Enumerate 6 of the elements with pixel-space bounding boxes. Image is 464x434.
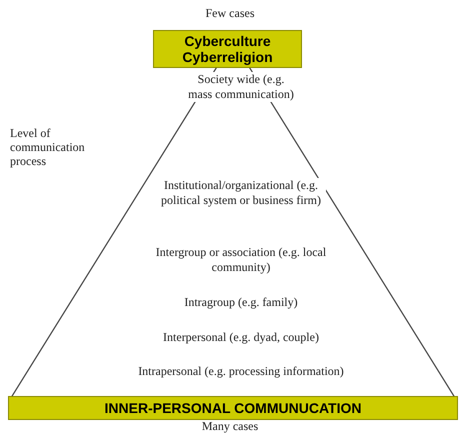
title-box: Cyberculture Cyberreligion bbox=[153, 30, 302, 68]
bottom-note: Many cases bbox=[200, 419, 260, 433]
base-box: INNER-PERSONAL COMMUNUCATION bbox=[8, 396, 458, 420]
top-note: Few cases bbox=[204, 6, 256, 20]
level-text: Society wide (e.g. mass communication) bbox=[186, 72, 296, 102]
axis-label: Level of communication process bbox=[10, 126, 86, 168]
